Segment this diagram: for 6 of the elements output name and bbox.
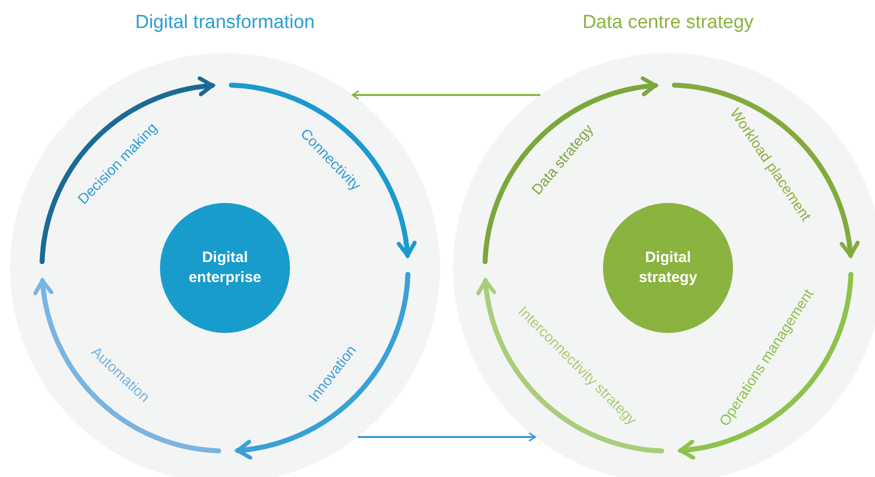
arrow <box>352 90 540 100</box>
section-title: Data centre strategy <box>581 12 755 34</box>
section-title: Digital transformation <box>134 12 316 34</box>
arrow <box>358 432 536 442</box>
center-label: Digital strategy <box>638 248 698 288</box>
center-label: Digital enterprise <box>188 248 262 288</box>
